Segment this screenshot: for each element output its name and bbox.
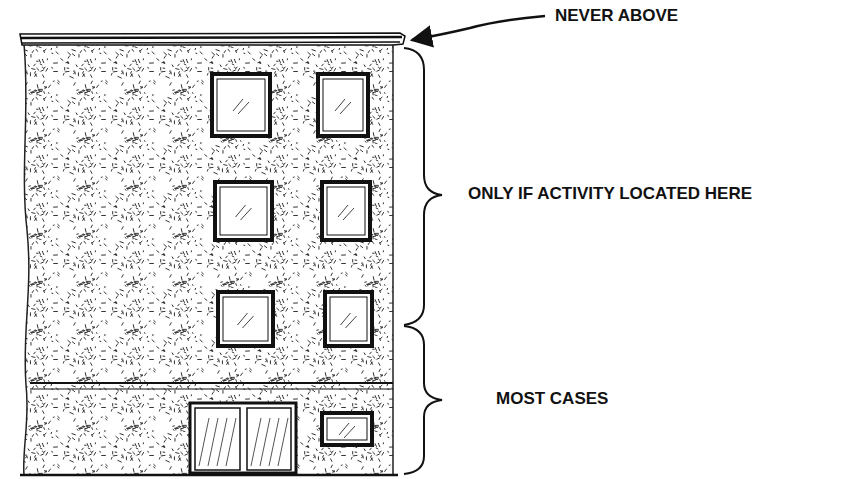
window xyxy=(318,74,368,136)
window xyxy=(215,182,272,240)
bracket xyxy=(404,48,442,325)
floor-band xyxy=(30,388,393,389)
leader-arrow xyxy=(412,16,545,40)
window xyxy=(325,292,372,346)
callout-label: NEVER ABOVE xyxy=(555,6,678,26)
bracket xyxy=(404,326,442,474)
callout-label: MOST CASES xyxy=(496,389,608,409)
roof-line xyxy=(22,42,400,43)
floor-band xyxy=(30,382,393,384)
building-wall xyxy=(24,44,393,475)
callout-label: ONLY IF ACTIVITY LOCATED HERE xyxy=(468,184,752,204)
window xyxy=(212,74,270,136)
roof-line xyxy=(20,37,402,38)
entrance-door xyxy=(190,403,296,473)
window xyxy=(322,182,370,240)
window xyxy=(218,292,273,346)
window xyxy=(322,413,372,445)
roof-cornice xyxy=(20,33,405,45)
